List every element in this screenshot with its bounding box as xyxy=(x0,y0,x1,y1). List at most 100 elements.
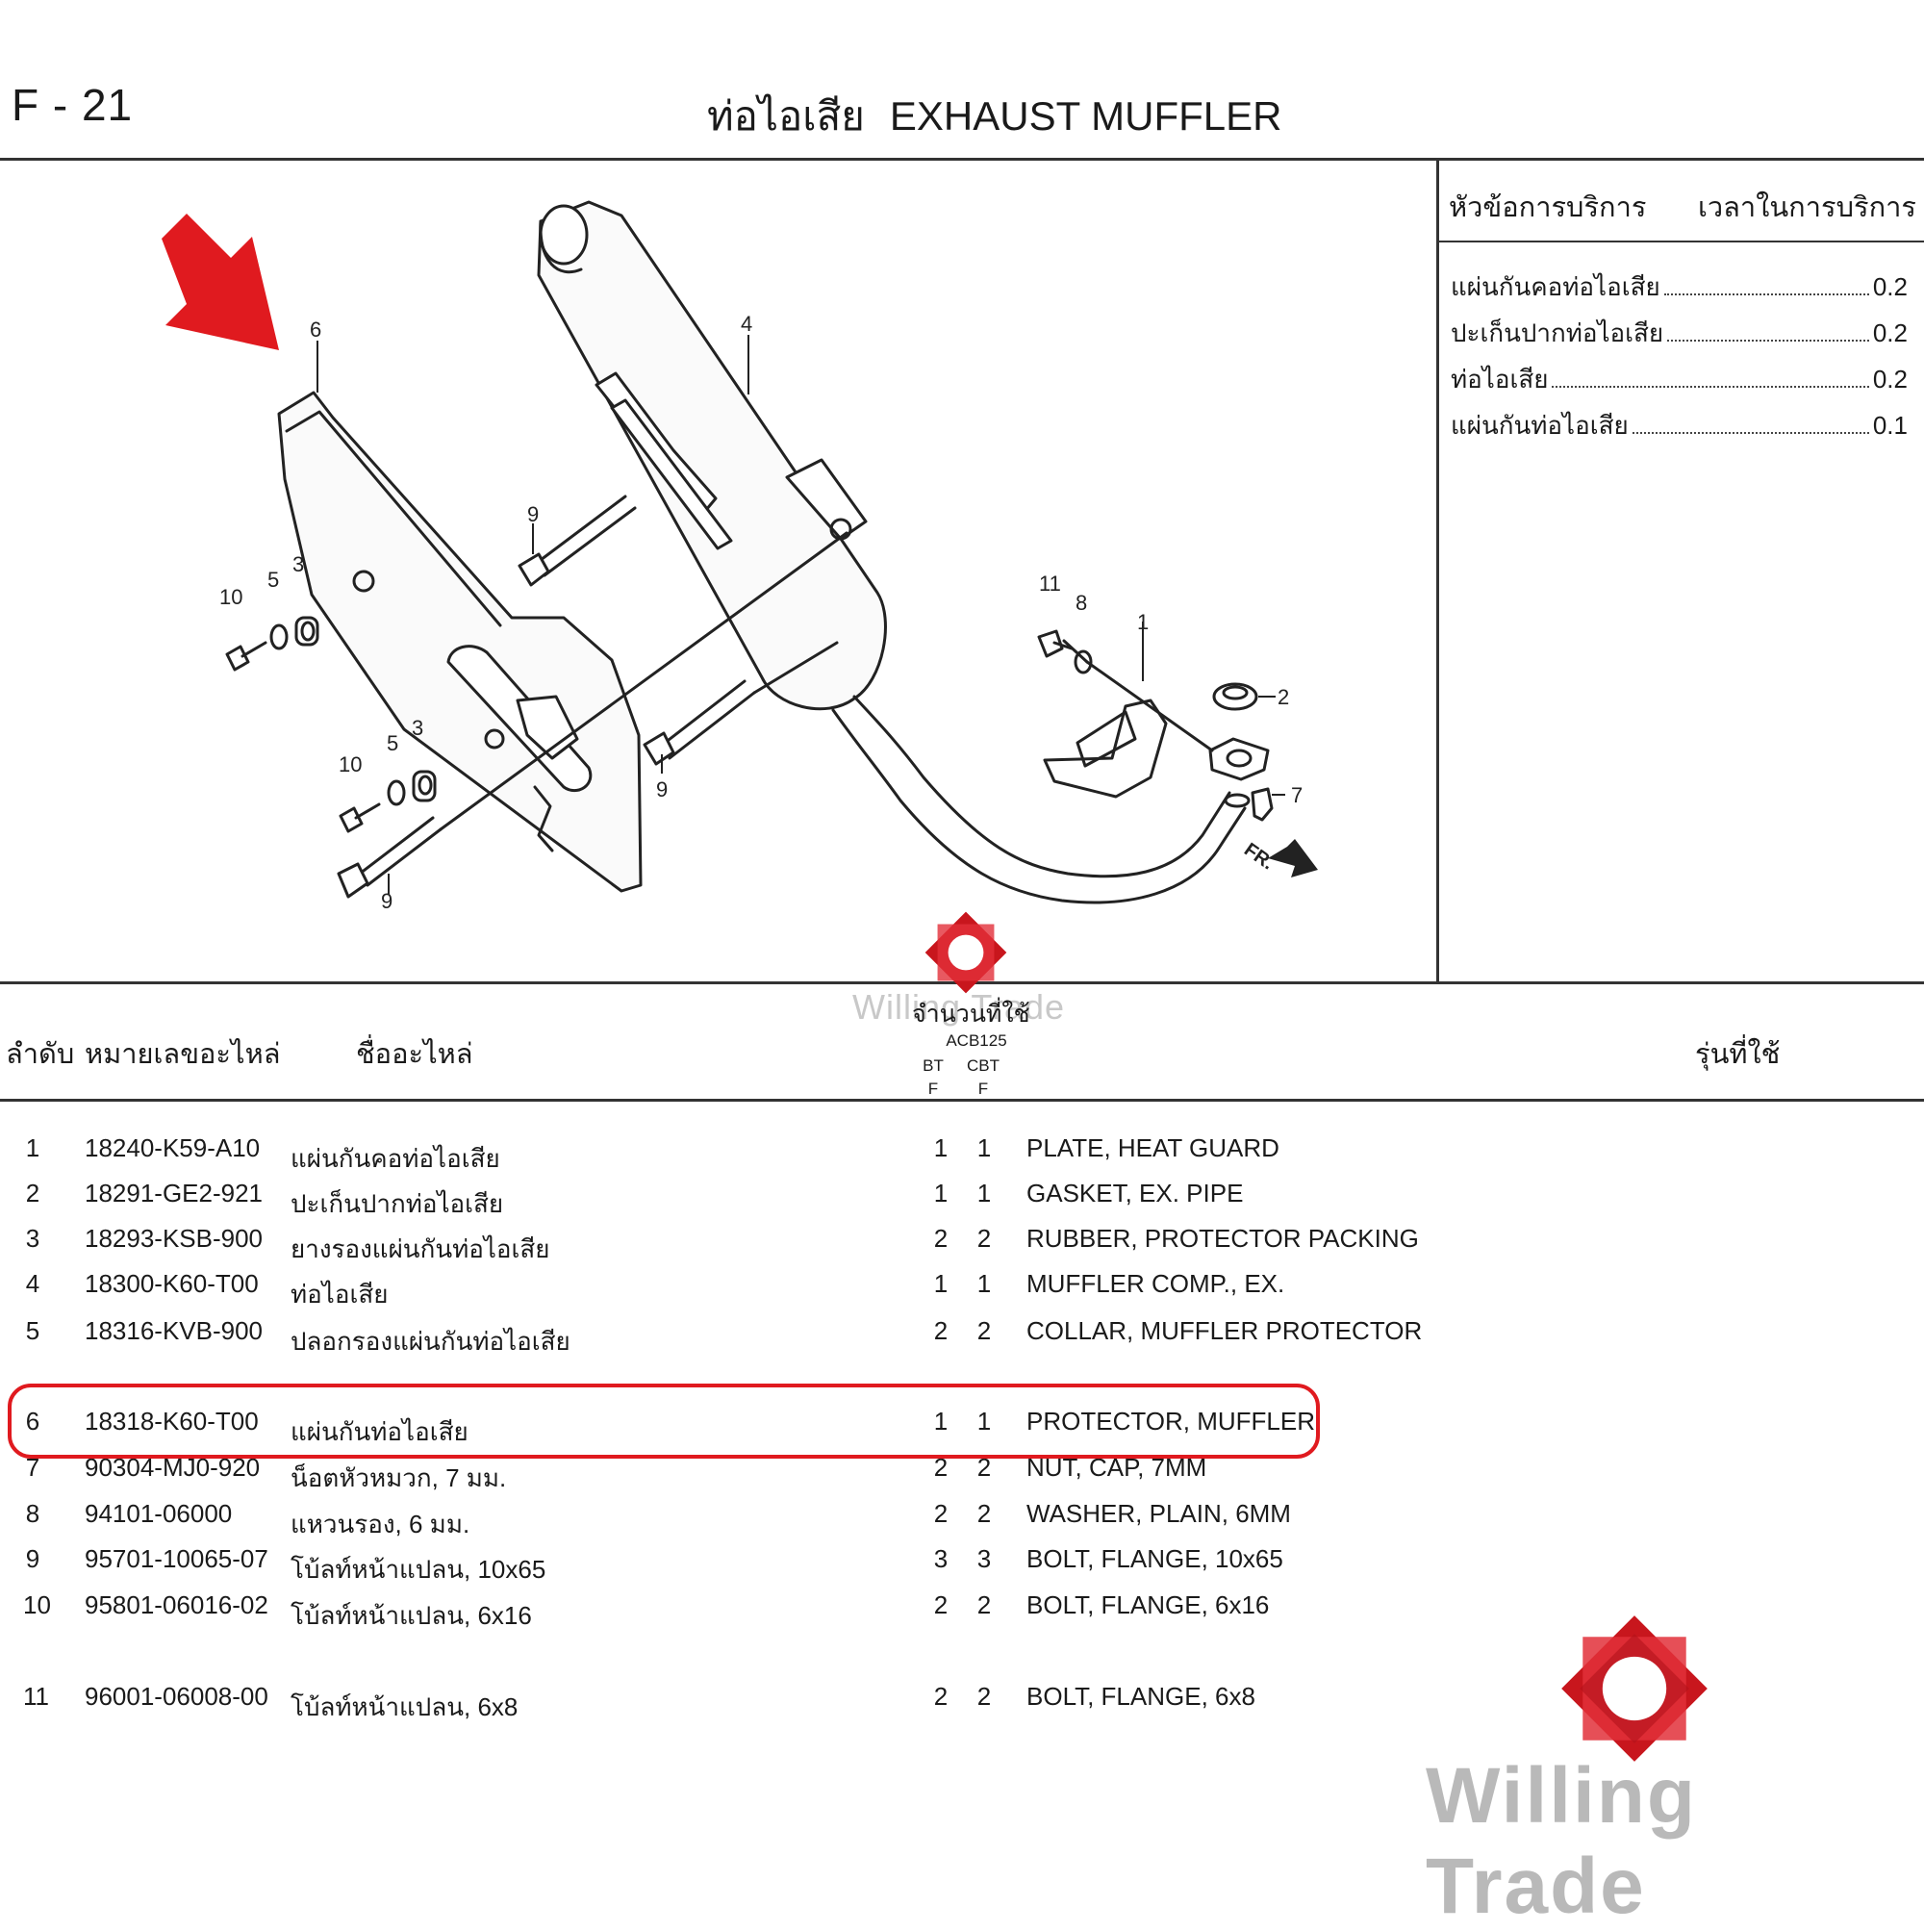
exhaust-pipe xyxy=(852,695,1231,878)
service-time: 0.2 xyxy=(1872,318,1908,347)
row-name-th: ปะเก็นปากท่อไอเสีย xyxy=(291,1189,504,1218)
page-code: F - 21 xyxy=(12,80,134,130)
row-name-en: BOLT, FLANGE, 6x8 xyxy=(1026,1682,1255,1711)
callout-number: 11 xyxy=(1039,572,1061,596)
row-no: 4 xyxy=(25,1269,40,1298)
row-name-th: ท่อไอเสีย xyxy=(291,1280,389,1309)
row-qty-1: 2 xyxy=(933,1316,949,1345)
model-name: ACB125 xyxy=(946,1031,1007,1050)
row-qty-2: 2 xyxy=(976,1590,992,1619)
row-part-no: 18316-KVB-900 xyxy=(85,1316,264,1345)
row-name-th: แผ่นกันท่อไอเสีย xyxy=(291,1417,468,1446)
exploded-diagram-svg: 6 4 9 3 5 10 11 8 1 2 3 5 10 9 7 9 FR. xyxy=(162,200,1318,913)
collar-part xyxy=(269,623,289,650)
row-qty-2: 1 xyxy=(976,1133,992,1162)
table-row: 5 18316-KVB-900 ปลอกรองแผ่นกันท่อไอเสีย … xyxy=(0,1310,1424,1356)
row-part-no: 94101-06000 xyxy=(85,1499,233,1528)
row-no: 11 xyxy=(23,1682,49,1711)
row-name-en: BOLT, FLANGE, 6x16 xyxy=(1026,1590,1270,1619)
service-time-heading: เวลาในการบริการ xyxy=(1697,192,1916,223)
service-label: แผ่นกันคอท่อไอเสีย xyxy=(1451,272,1660,301)
page-title-thai: ท่อไอเสีย xyxy=(707,93,865,139)
row-qty-2: 2 xyxy=(976,1499,992,1528)
row-name-th: แหวนรอง, 6 มม. xyxy=(291,1510,470,1538)
row-part-no: 95701-10065-07 xyxy=(85,1544,268,1573)
row-name-en: MUFFLER COMP., EX. xyxy=(1026,1269,1285,1298)
panel-divider xyxy=(1436,158,1439,983)
row-no: 1 xyxy=(25,1133,40,1162)
row-part-no: 18240-K59-A10 xyxy=(85,1133,261,1162)
row-qty-1: 1 xyxy=(933,1179,949,1208)
row-qty-1: 2 xyxy=(933,1682,949,1711)
service-label: ปะเก็นปากท่อไอเสีย xyxy=(1451,318,1664,347)
table-row: 10 95801-06016-02 โบ้ลท์หน้าแปลน, 6x16 2… xyxy=(0,1585,1424,1630)
heat-guard-plate xyxy=(1043,699,1168,799)
table-row: 3 18293-KSB-900 ยางรองแผ่นกันท่อไอเสีย 2… xyxy=(0,1218,1424,1263)
row-qty-2: 3 xyxy=(976,1544,992,1573)
row-6-highlight xyxy=(8,1384,1320,1459)
column-header-part-name: ชื่ออะไหล่ xyxy=(356,1039,473,1070)
row-name-en: GASKET, EX. PIPE xyxy=(1026,1179,1244,1208)
row-name-en: COLLAR, MUFFLER PROTECTOR xyxy=(1026,1316,1423,1345)
row-name-en: PLATE, HEAT GUARD xyxy=(1026,1133,1279,1162)
callout-number: 7 xyxy=(1291,783,1303,807)
table-row-highlighted: 6 18318-K60-T00 แผ่นกันท่อไอเสีย 1 1 PRO… xyxy=(0,1401,1424,1446)
callout-number: 1 xyxy=(1137,610,1149,634)
row-qty-2: 1 xyxy=(976,1407,992,1436)
callout-number: 9 xyxy=(381,889,392,913)
table-row: 9 95701-10065-07 โบ้ลท์หน้าแปลน, 10x65 3… xyxy=(0,1538,1424,1584)
row-part-no: 96001-06008-00 xyxy=(85,1682,268,1711)
front-label: FR. xyxy=(1240,839,1278,875)
row-name-th: โบ้ลท์หน้าแปลน, 6x16 xyxy=(291,1601,532,1630)
row-no: 5 xyxy=(25,1316,40,1345)
collar-part xyxy=(387,779,406,806)
row-name-th: ปลอกรองแผ่นกันท่อไอเสีย xyxy=(291,1327,570,1356)
callout-number: 9 xyxy=(527,502,539,526)
table-row: 7 90304-MJ0-920 น็อตหัวหมวก, 7 มม. 2 2 N… xyxy=(0,1447,1424,1492)
row-no: 7 xyxy=(25,1453,40,1482)
table-row: 11 96001-06008-00 โบ้ลท์หน้าแปลน, 6x8 2 … xyxy=(0,1676,1424,1721)
row-name-en: WASHER, PLAIN, 6MM xyxy=(1026,1499,1291,1528)
cap-nut-part xyxy=(1251,787,1274,822)
service-rule xyxy=(1439,241,1924,242)
service-topic-heading: หัวข้อการบริการ xyxy=(1449,192,1647,223)
service-time: 0.2 xyxy=(1872,272,1908,301)
page-title-english: EXHAUST MUFFLER xyxy=(889,93,1282,139)
row-qty-1: 2 xyxy=(933,1499,949,1528)
row-no: 3 xyxy=(25,1224,40,1253)
table-row: 4 18300-K60-T00 ท่อไอเสีย 1 1 MUFFLER CO… xyxy=(0,1263,1424,1309)
service-label: แผ่นกันท่อไอเสีย xyxy=(1451,411,1629,440)
variant-1-top: BT xyxy=(923,1056,944,1075)
row-qty-1: 1 xyxy=(933,1407,949,1436)
row-qty-2: 2 xyxy=(976,1316,992,1345)
pipe-flange xyxy=(1208,737,1270,781)
row-no: 6 xyxy=(25,1407,40,1436)
row-part-no: 18318-K60-T00 xyxy=(85,1407,259,1436)
callout-number: 3 xyxy=(292,552,304,576)
column-header-part-no: หมายเลขอะไหล่ xyxy=(85,1039,281,1070)
watermark-logo-large-icon xyxy=(1561,1615,1708,1762)
row-name-th: โบ้ลท์หน้าแปลน, 10x65 xyxy=(291,1555,546,1584)
row-qty-1: 3 xyxy=(933,1544,949,1573)
service-time: 0.2 xyxy=(1872,365,1908,394)
row-qty-2: 2 xyxy=(976,1224,992,1253)
row-qty-1: 1 xyxy=(933,1269,949,1298)
callout-number: 9 xyxy=(656,777,668,801)
table-row: 1 18240-K59-A10 แผ่นกันคอท่อไอเสีย 1 1 P… xyxy=(0,1128,1424,1173)
row-part-no: 18300-K60-T00 xyxy=(85,1269,259,1298)
service-list: แผ่นกันคอท่อไอเสีย 0.2 ปะเก็นปากท่อไอเสีย… xyxy=(1451,267,1908,452)
watermark-text-large: Willing Trade xyxy=(1426,1752,1697,1930)
row-no: 2 xyxy=(25,1179,40,1208)
callout-number: 10 xyxy=(219,585,242,609)
column-header-qty: จำนวนที่ใช้ xyxy=(912,1001,1030,1028)
row-qty-2: 2 xyxy=(976,1453,992,1482)
row-qty-1: 2 xyxy=(933,1453,949,1482)
row-no: 10 xyxy=(23,1590,51,1619)
watermark-text-small: Willing Trade xyxy=(852,987,1066,1027)
row-qty-1: 2 xyxy=(933,1590,949,1619)
row-no: 8 xyxy=(25,1499,40,1528)
variant-2-top: CBT xyxy=(967,1056,1000,1075)
row-part-no: 95801-06016-02 xyxy=(85,1590,268,1619)
